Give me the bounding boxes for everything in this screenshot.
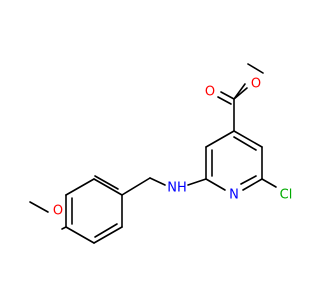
- atom-nh: NH: [167, 181, 187, 196]
- molecule-structure: O O N Cl NH O: [29, 63, 292, 244]
- bond-benzene-5-6: [93, 226, 123, 244]
- bond-ring-c5-c4-double: [233, 136, 257, 151]
- bond-benzene-5-6-double: [94, 223, 118, 238]
- bond-methyl-ester-o: [247, 63, 264, 74]
- bond-carbonyl-c-ester-o: [233, 87, 248, 100]
- atom-o-methoxy: O: [53, 204, 63, 219]
- bond-benzene-1-2: [93, 178, 123, 196]
- bond-ring-c2-n: [205, 178, 226, 191]
- bond-benzene-1-2-double: [94, 175, 119, 190]
- atom-cl: Cl: [280, 188, 293, 203]
- bond-nh-ch2: [149, 177, 166, 186]
- bond-ch2-benzene: [121, 177, 151, 196]
- atom-o-carbonyl: O: [205, 85, 215, 100]
- bond-benzene-2-3: [65, 178, 95, 196]
- atom-n-pyridine: N: [229, 188, 239, 203]
- bond-benzene-4-5: [65, 226, 95, 244]
- molecule-diagram: O O N Cl NH O: [29, 63, 292, 244]
- bond-methoxy-o-methyl: [29, 201, 49, 213]
- bond-ring-c4-c3: [205, 130, 235, 148]
- bonds: [29, 63, 277, 244]
- bond-ring-c-methoxy-o: [61, 226, 67, 230]
- bond-carbonyl-double-1: [220, 91, 235, 100]
- bond-c6-cl: [261, 178, 277, 188]
- atom-o-ester: O: [251, 77, 261, 92]
- bond-ring-n-c6-double: [240, 175, 257, 185]
- bond-carbonyl-double-2: [217, 96, 232, 105]
- atom-labels: O O N Cl NH O: [53, 77, 292, 219]
- bond-c2-nh: [187, 178, 207, 186]
- bond-ring-c5-c4: [233, 130, 263, 148]
- bond-ring-n-c6: [242, 178, 263, 191]
